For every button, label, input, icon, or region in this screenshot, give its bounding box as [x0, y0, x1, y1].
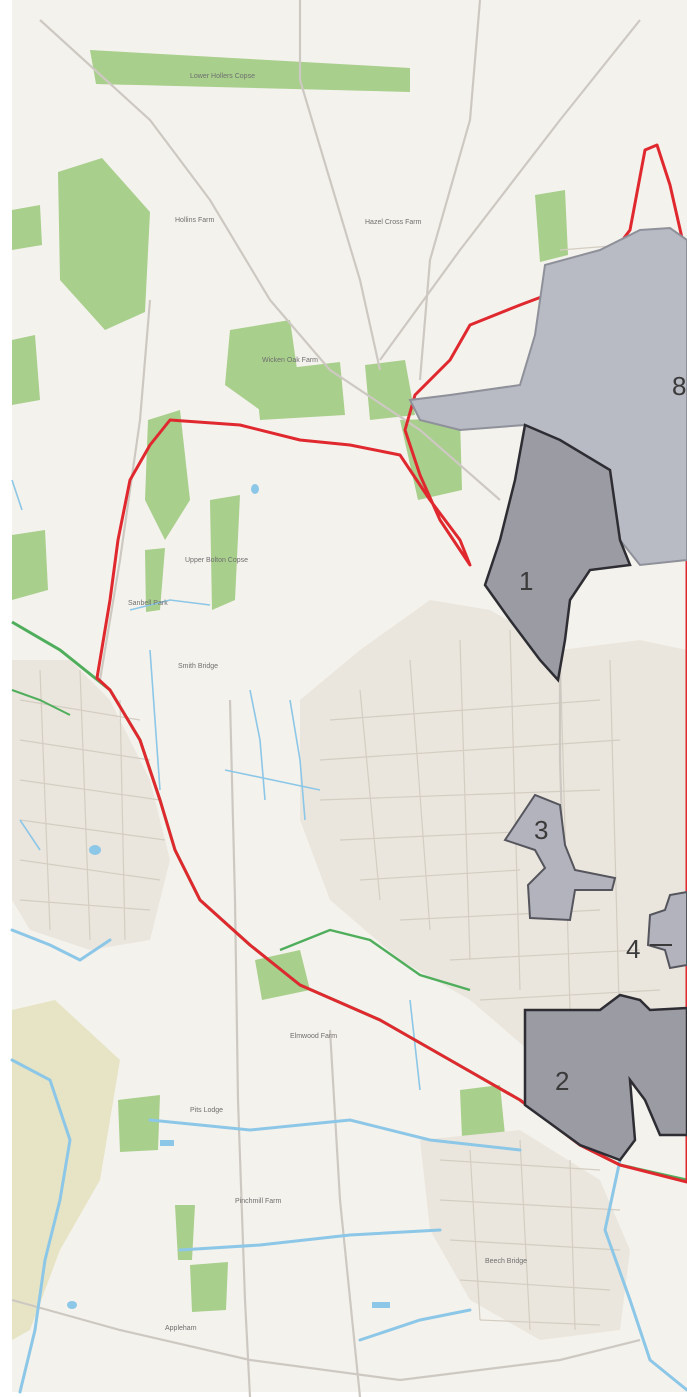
place-label: Hazel Cross Farm	[365, 219, 422, 226]
place-label: Smith Bridge	[178, 663, 218, 670]
zone-4[interactable]	[646, 890, 687, 970]
zone-2-label: 2	[555, 1066, 569, 1096]
place-label: Beech Bridge	[485, 1258, 527, 1265]
place-label: Pits Lodge	[190, 1107, 223, 1114]
zone-3[interactable]	[503, 793, 617, 922]
place-label: Lower Hollers Copse	[190, 73, 255, 80]
zone-8-label: 8	[672, 371, 686, 401]
ponds	[67, 484, 390, 1309]
zone-4-label: 4	[626, 934, 640, 964]
left-margin	[0, 0, 12, 1397]
streams	[11, 479, 421, 1091]
place-labels: Lower Hollers Copse Hollins Farm Hazel C…	[128, 73, 527, 1332]
railway-branch	[279, 928, 471, 992]
major-roads	[11, 0, 641, 1397]
bottom-margin	[0, 1392, 687, 1397]
place-label: Upper Bolton Copse	[185, 557, 248, 564]
place-label: Elmwood Farm	[290, 1033, 337, 1040]
zone-labels: 8 1 3 4 2	[519, 371, 686, 1096]
urban-area-west	[12, 660, 170, 950]
zone-1[interactable]	[483, 423, 632, 683]
development-zones	[408, 226, 687, 1162]
zone-3-label: 3	[534, 815, 548, 845]
rivers	[10, 928, 687, 1394]
place-label: Hollins Farm	[175, 217, 214, 224]
place-label: Wicken Oak Farm	[262, 357, 318, 364]
zone-1-label: 1	[519, 566, 533, 596]
place-label: Pinchmill Farm	[235, 1198, 281, 1205]
place-label: Appleham	[165, 1325, 197, 1332]
zone-2[interactable]	[523, 993, 687, 1162]
woodland-areas	[12, 50, 568, 1312]
place-label: Sanbell Park	[128, 600, 168, 607]
urban-area-east	[300, 600, 687, 1080]
railway-spur	[11, 689, 71, 716]
